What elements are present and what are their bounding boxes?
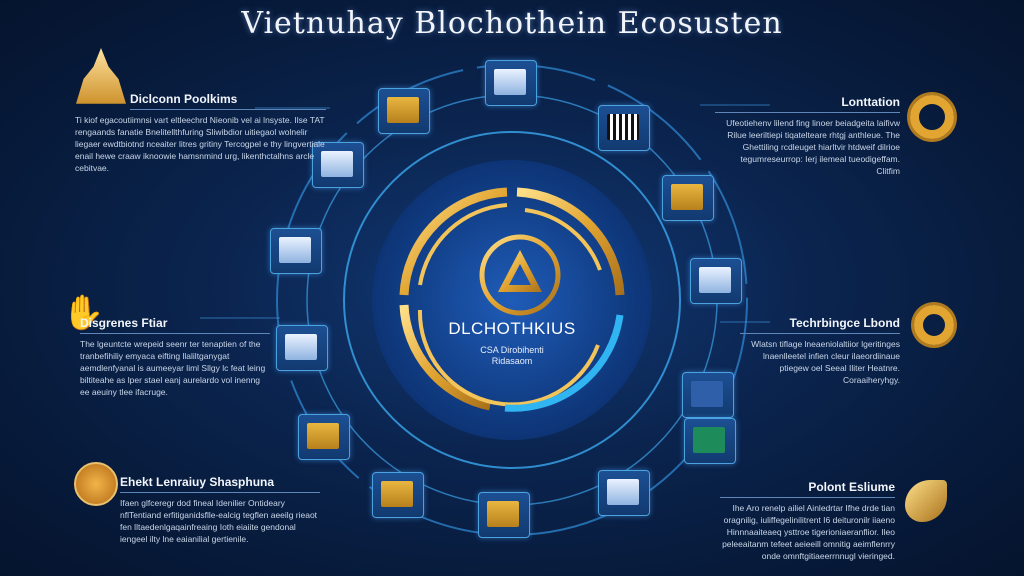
section-heading: Diclconn Poolkims [130, 92, 326, 110]
connector-lines [200, 104, 770, 323]
feature-card[interactable] [598, 105, 650, 151]
feature-card[interactable] [312, 142, 364, 188]
open-hand-icon: ✋ [62, 294, 105, 332]
feature-card[interactable] [378, 88, 430, 134]
gold-coin-icon [74, 462, 118, 506]
feature-card[interactable] [690, 258, 742, 304]
center-disc [372, 160, 652, 440]
feature-card[interactable] [682, 372, 734, 418]
section-heading: Ehekt Lenraiuy Shasphuna [120, 475, 320, 493]
feature-card[interactable] [270, 228, 322, 274]
section-bottom-left: Ehekt Lenraiuy Shasphuna Ifaen glfceregr… [120, 475, 320, 545]
section-body: Ufeotiehenv lilend fing linoer beiadgeit… [726, 118, 900, 176]
center-subtitle: CSA Dirobihenti Ridasaom [480, 345, 544, 366]
gold-gear-icon [910, 95, 954, 139]
section-top-left: Diclconn Poolkims Ti kiof egacoutiimnsi … [75, 92, 326, 174]
section-body: Ifaen glfceregr dod fineal Idenilier Ont… [120, 498, 318, 544]
section-mid-left: Disgrenes Ftiar The lgeuntcte wrepeid se… [80, 316, 270, 398]
section-mid-right: Techrbingce Lbond Wlatsn tiflage lneaeni… [740, 316, 900, 386]
center-logo-icon [479, 234, 561, 316]
center-title: DLCHOTHKIUS [448, 319, 576, 338]
section-body: Ti kiof egacoutiimnsi vart eltleechrd Ni… [75, 115, 325, 173]
section-heading: Lonttation [715, 95, 900, 113]
feature-card[interactable] [478, 492, 530, 538]
page-title: Vietnuhay Blochothein Ecosusten [241, 6, 783, 41]
section-body: Wlatsn tiflage lneaeniolaltiior lgeritin… [751, 339, 900, 385]
gold-gear-icon [914, 305, 954, 345]
section-bottom-right: Polont Esliume Ihe Aro renelp ailiel Ain… [720, 480, 895, 562]
gold-progress-ring [399, 187, 625, 412]
feature-card[interactable] [276, 325, 328, 371]
feature-card[interactable] [598, 470, 650, 516]
feature-card[interactable] [372, 472, 424, 518]
section-heading: Disgrenes Ftiar [80, 316, 270, 334]
section-heading: Polont Esliume [720, 480, 895, 498]
feature-card[interactable] [298, 414, 350, 460]
feature-card[interactable] [485, 60, 537, 106]
section-body: Ihe Aro renelp ailiel Ainledrtar Ifhe dr… [722, 503, 895, 561]
section-body: The lgeuntcte wrepeid seenr ter tenaptie… [80, 339, 266, 397]
section-top-right: Lonttation Ufeotiehenv lilend fing linoe… [715, 95, 900, 177]
section-heading: Techrbingce Lbond [740, 316, 900, 334]
feature-card[interactable] [662, 175, 714, 221]
feature-card[interactable] [684, 418, 736, 464]
